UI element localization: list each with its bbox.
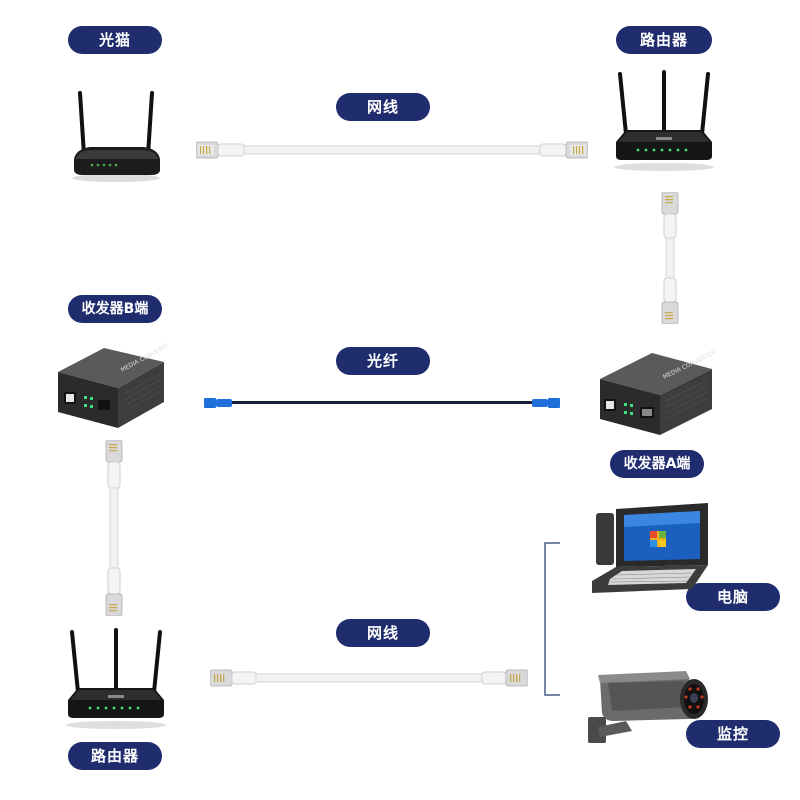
label-cable-top: 网线 — [336, 93, 430, 121]
cctv-camera-icon — [588, 671, 708, 743]
label-router-top: 路由器 — [616, 26, 712, 54]
label-cable-bottom: 网线 — [336, 619, 430, 647]
rugged-laptop-icon — [592, 503, 708, 593]
label-router-bottom: 路由器 — [68, 742, 162, 770]
ethernet-cable-bottom — [210, 669, 528, 687]
transceiver-b-icon: MEDIA CONVERTER — [58, 342, 167, 428]
modem-icon — [72, 91, 160, 182]
label-computer: 电脑 — [686, 583, 780, 611]
label-transceiver-b: 收发器B端 — [68, 295, 162, 323]
fiber-optic-cable — [204, 398, 560, 408]
label-fiber: 光纤 — [336, 347, 430, 375]
ethernet-cable-left — [105, 440, 123, 616]
router-top-icon — [614, 70, 714, 171]
ethernet-cable-top — [196, 141, 588, 159]
connection-bracket — [544, 542, 560, 696]
transceiver-a-icon: MEDIA CONVERTER — [600, 349, 716, 435]
label-modem: 光猫 — [68, 26, 162, 54]
ethernet-cable-right — [661, 192, 679, 324]
router-bottom-icon — [66, 628, 166, 729]
label-camera: 监控 — [686, 720, 780, 748]
label-transceiver-a: 收发器A端 — [610, 450, 704, 478]
